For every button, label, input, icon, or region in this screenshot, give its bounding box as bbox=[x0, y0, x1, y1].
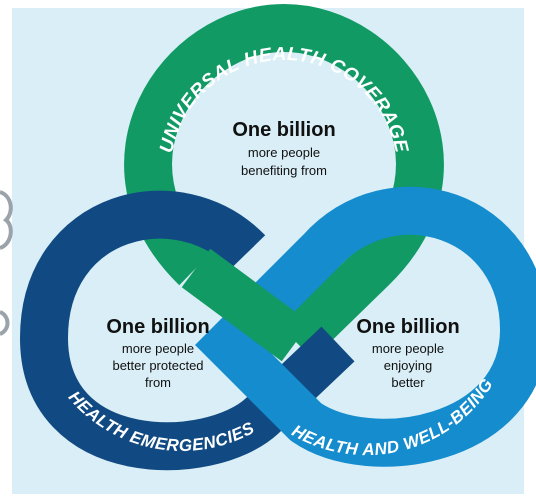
wellbeing-goal-line-3: better bbox=[391, 375, 425, 390]
wellbeing-goal-line-2: enjoying bbox=[384, 358, 432, 373]
wellbeing-goal-line-1: more people bbox=[372, 341, 444, 356]
uhc-goal-heading: One billion bbox=[232, 119, 335, 141]
emergencies-goal-text: One billion more people better protected… bbox=[106, 316, 209, 390]
uhc-ring bbox=[124, 4, 444, 360]
emergencies-goal-heading: One billion bbox=[106, 316, 209, 338]
uhc-goal-text: One billion more people benefiting from bbox=[232, 119, 335, 178]
left-edge-fragment-lower bbox=[0, 310, 10, 336]
emergencies-goal-line-2: better protected bbox=[112, 358, 203, 373]
left-edge-fragment bbox=[0, 190, 13, 250]
uhc-goal-line-1: more people bbox=[248, 145, 320, 160]
wellbeing-goal-text: One billion more people enjoying better bbox=[356, 316, 459, 390]
emergencies-goal-line-3: from bbox=[145, 375, 171, 390]
wellbeing-ring bbox=[195, 186, 536, 467]
wellbeing-goal-heading: One billion bbox=[356, 316, 459, 338]
emergencies-goal-line-1: more people bbox=[122, 341, 194, 356]
emergencies-ring bbox=[20, 190, 355, 471]
uhc-ring-overlap bbox=[181, 248, 311, 362]
uhc-goal-line-2: benefiting from bbox=[241, 163, 327, 178]
